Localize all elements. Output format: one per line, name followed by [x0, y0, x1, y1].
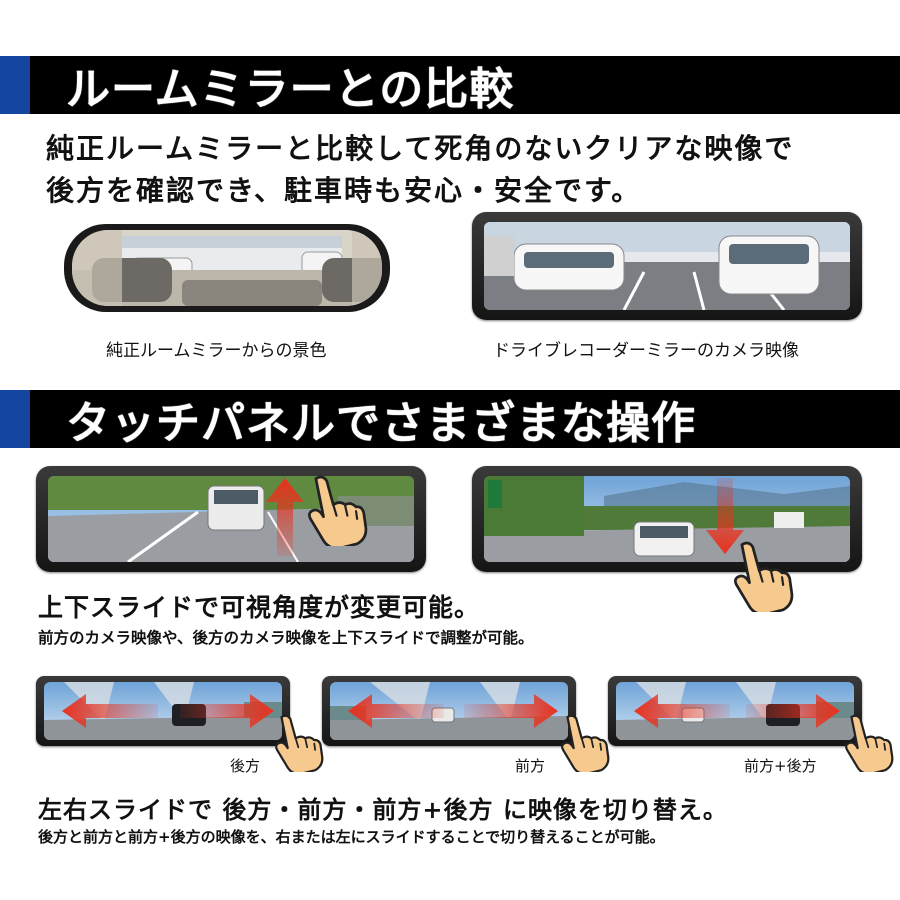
- oem-mirror-image: [62, 222, 392, 314]
- dashcam-mirror-image: [472, 212, 862, 320]
- caption-oem-mirror: 純正ルームミラーからの景色: [106, 341, 327, 361]
- banner-accent-bar: [0, 390, 30, 448]
- section1-title: ルームミラーとの比較: [66, 64, 515, 115]
- swipe-horizontal-hand-icon: [832, 710, 894, 772]
- arrow-right-icon: [746, 694, 840, 728]
- vertical-swipe-description: 前方のカメラ映像や、後方のカメラ映像を上下スライドで調整が可能。: [38, 629, 534, 647]
- swipe-down-hand-icon: [718, 536, 794, 612]
- swipe-horizontal-hand-icon: [262, 710, 324, 772]
- mode-label-front-rear: 前方+後方: [744, 757, 817, 775]
- arrow-right-icon: [464, 694, 558, 728]
- section1-banner: ルームミラーとの比較: [0, 56, 900, 115]
- horizontal-swipe-description: 後方と前方と前方+後方の映像を、右または左にスライドすることで切り替えることが可…: [38, 828, 665, 846]
- arrow-left-icon: [634, 694, 730, 728]
- horizontal-swipe-heading: 左右スライドで 後方・前方・前方+後方 に映像を切り替え。: [38, 796, 728, 824]
- section2-title: タッチパネルでさまざまな操作: [66, 398, 696, 449]
- banner-accent-bar: [0, 56, 30, 114]
- caption-dashcam-mirror: ドライブレコーダーミラーのカメラ映像: [493, 341, 799, 361]
- mode-label-front: 前方: [515, 757, 546, 775]
- arrow-down-icon: [706, 478, 744, 554]
- description-line2: 後方を確認でき、駐車時も安心・安全です。: [46, 174, 642, 207]
- description-line1: 純正ルームミラーと比較して死角のないクリアな映像で: [46, 132, 795, 165]
- section2-banner: タッチパネルでさまざまな操作: [0, 390, 900, 449]
- swipe-up-hand-icon: [292, 470, 368, 546]
- vertical-swipe-heading: 上下スライドで可視角度が変更可能。: [38, 593, 481, 622]
- arrow-right-icon: [180, 694, 274, 728]
- arrow-left-icon: [348, 694, 444, 728]
- swipe-down-mirror: [472, 466, 862, 572]
- mode-label-rear: 後方: [230, 757, 261, 775]
- arrow-up-icon: [266, 478, 304, 556]
- section1-description: 純正ルームミラーと比較して死角のないクリアな映像で 後方を確認でき、駐車時も安心…: [46, 128, 794, 212]
- arrow-left-icon: [62, 694, 158, 728]
- swipe-horizontal-hand-icon: [548, 710, 610, 772]
